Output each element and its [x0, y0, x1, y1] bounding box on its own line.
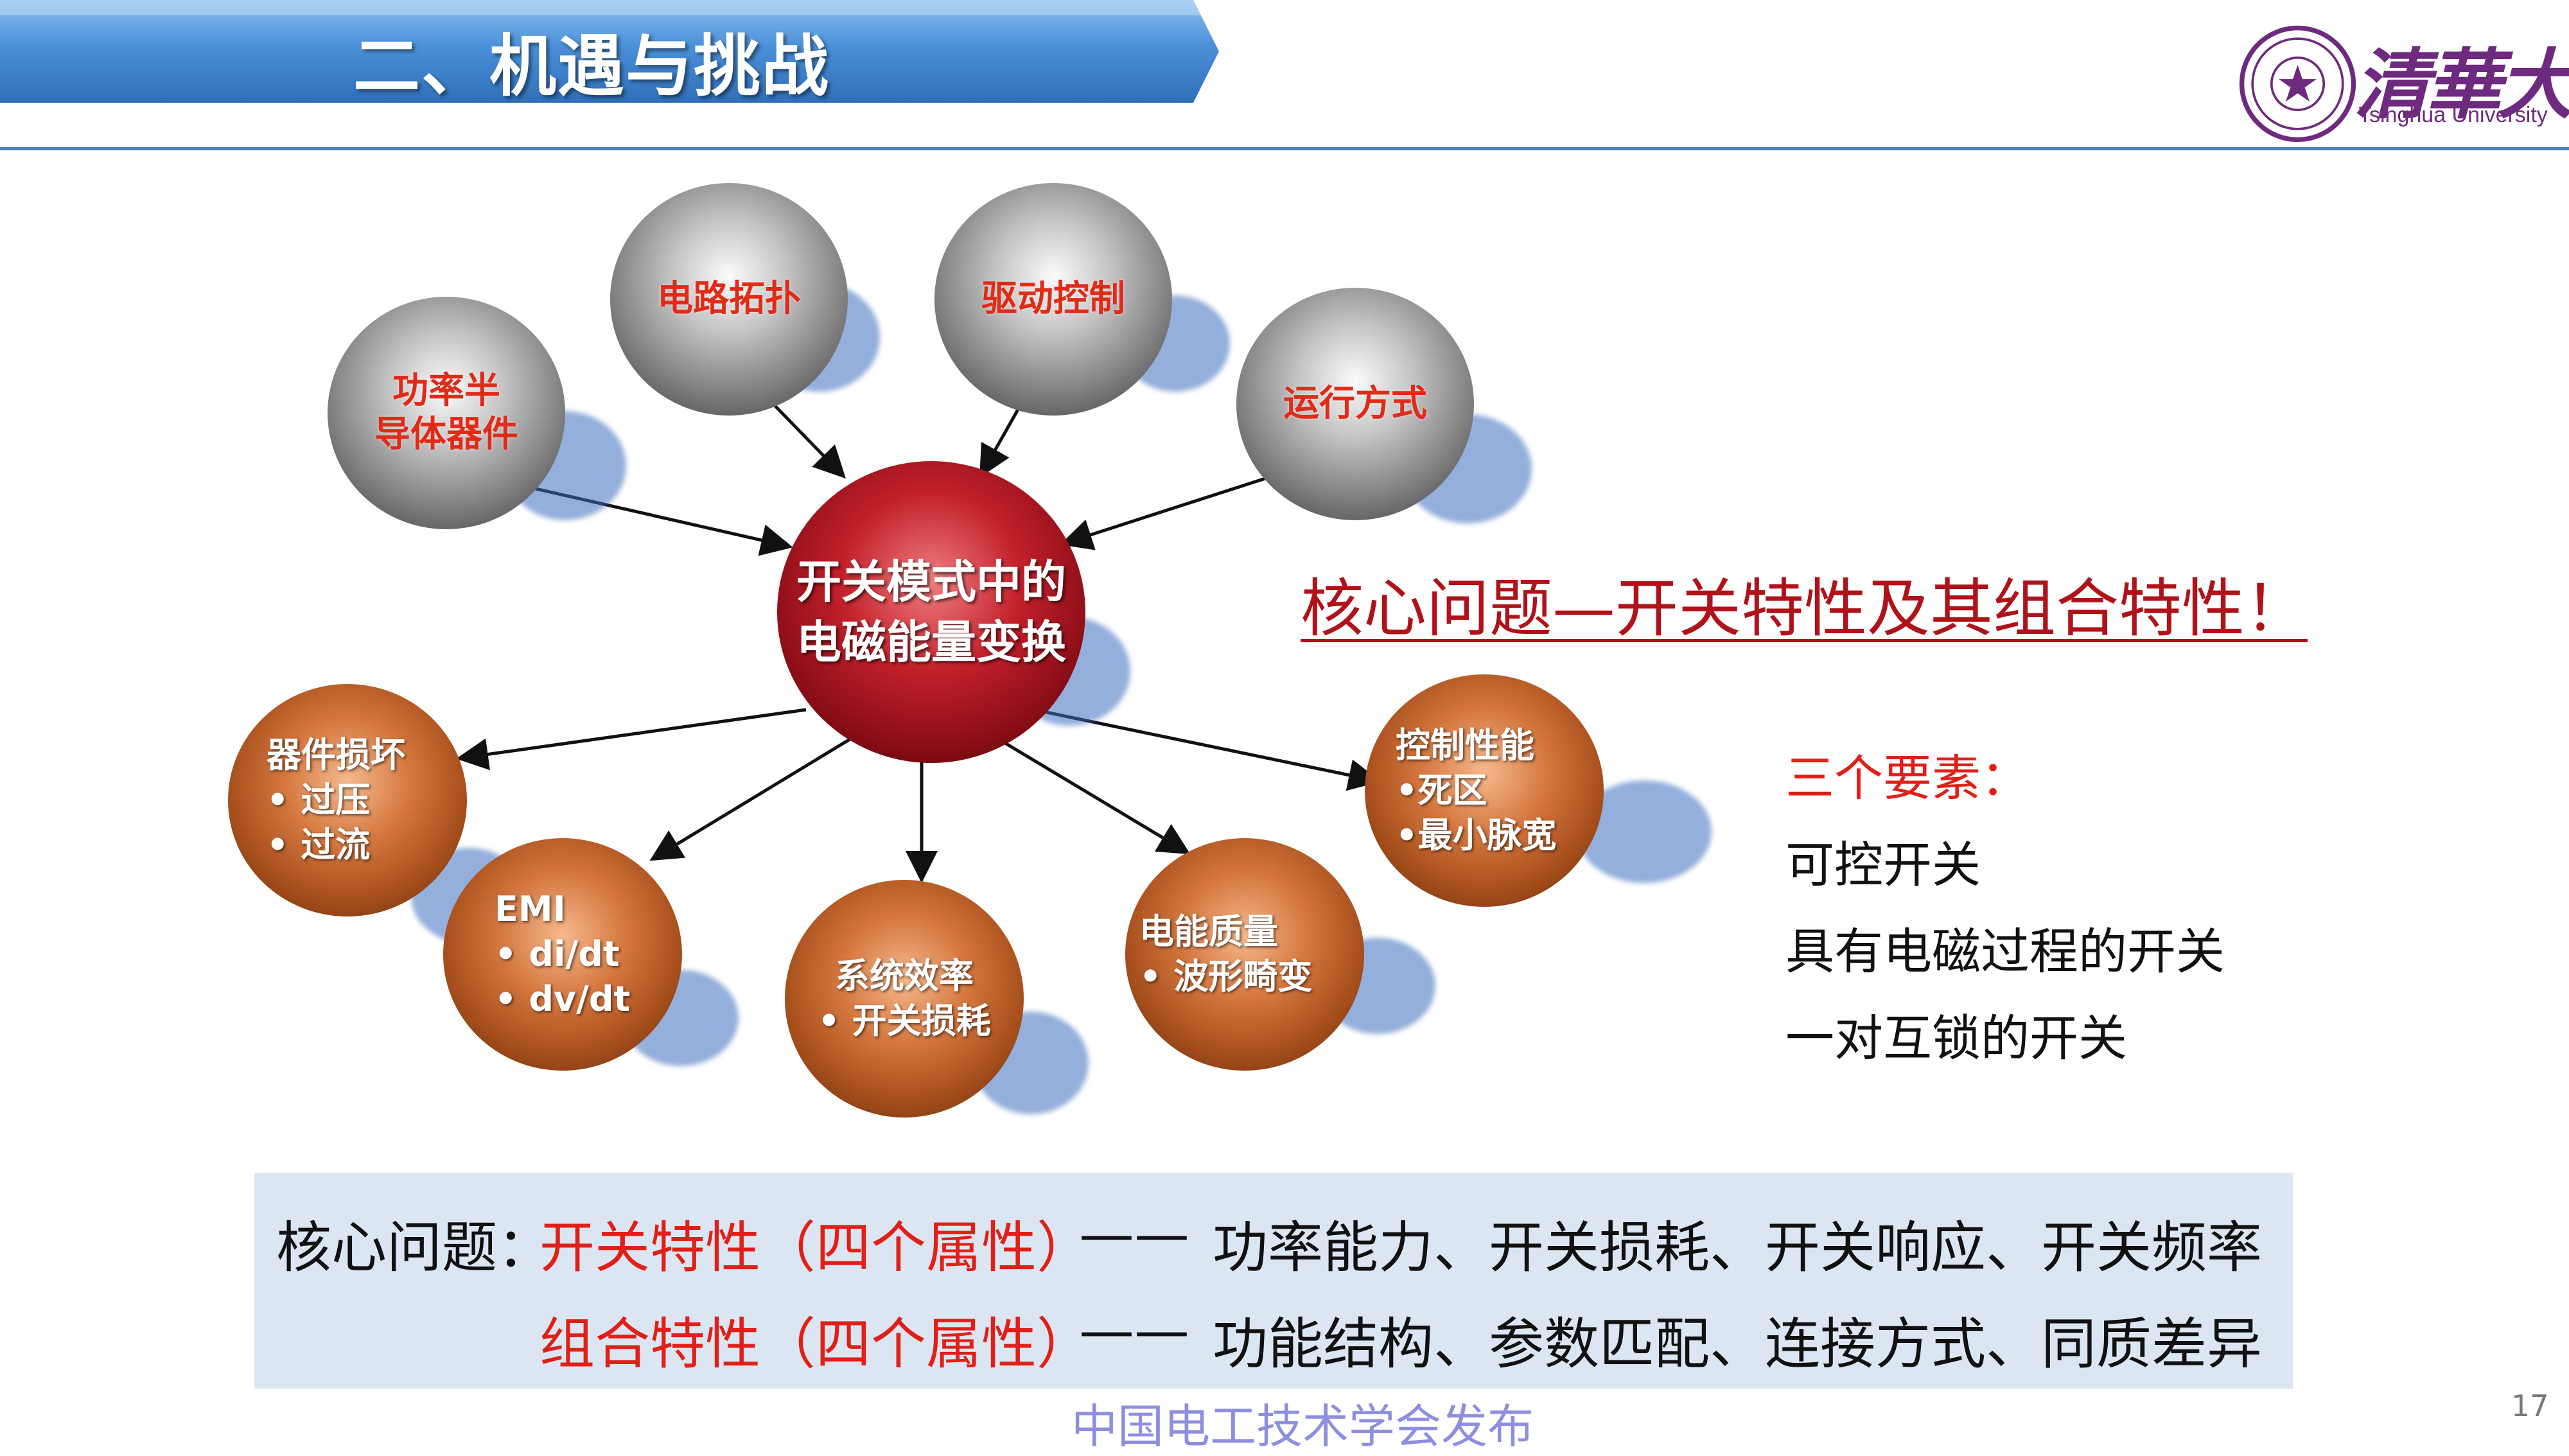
title-banner [0, 0, 1219, 103]
node-label: • 过流 [267, 825, 371, 865]
element-item: 可控开关 [1785, 836, 1981, 893]
node-label: • 过压 [267, 780, 371, 820]
logo-english-name: Tsinghua University [2358, 103, 2548, 127]
node-label: 运行方式 [1283, 383, 1427, 425]
node-label: • dv/dt [495, 979, 631, 1019]
output-node-system-efficiency: 系统效率 • 开关损耗 [785, 880, 1024, 1118]
arrow-mode-to-center [1060, 477, 1266, 550]
node-label: EMI [495, 889, 566, 929]
arrow-topology-to-center [769, 400, 846, 479]
arrow-center-to-damage [456, 708, 807, 771]
element-item: 一对互锁的开关 [1785, 1010, 2127, 1067]
output-node-control-performance: 控制性能 •死区 •最小脉宽 [1365, 674, 1604, 907]
node-label: • 波形畸变 [1139, 956, 1313, 997]
node-label: 系统效率 [835, 956, 974, 996]
center-label: 开关模式中的 [796, 556, 1066, 608]
node-label: 控制性能 [1396, 725, 1534, 766]
node-label: 功率半 [392, 370, 500, 412]
node-label: •最小脉宽 [1396, 815, 1557, 855]
node-label: 导体器件 [374, 414, 518, 455]
switch-attributes-list: 功率能力、开关损耗、开关响应、开关频率 [1213, 1216, 2262, 1280]
node-label: 电路拓扑 [657, 278, 801, 320]
arrow-drive-to-center [979, 397, 1026, 478]
summary-label: 核心问题： [276, 1216, 552, 1280]
arrow-center-to-quality [991, 733, 1191, 855]
dash: —— [1079, 1202, 1189, 1267]
three-elements-title: 三个要素： [1785, 750, 2030, 807]
node-label: 电能质量 [1139, 911, 1278, 952]
core-issue-heading: 核心问题—开关特性及其组合特性！ [1301, 572, 2308, 645]
node-label: • di/dt [495, 934, 620, 974]
core-issue-summary-box [254, 1173, 2293, 1389]
input-node-circuit-topology: 电路拓扑 [610, 183, 848, 416]
output-node-emi: EMI • di/dt • dv/dt [443, 838, 682, 1071]
node-label: 器件损坏 [267, 735, 405, 775]
output-node-power-quality: 电能质量 • 波形畸变 [1125, 838, 1364, 1071]
arrow-center-to-emi [649, 737, 852, 861]
center-label: 电磁能量变换 [796, 616, 1066, 669]
switch-characteristics-label: 开关特性（四个属性） [539, 1216, 1092, 1280]
dash: —— [1079, 1299, 1189, 1363]
logo-chinese-name: 清華大学 [2354, 40, 2569, 129]
page-number: 17 [2511, 1389, 2549, 1423]
input-node-drive-control: 驱动控制 [934, 183, 1172, 416]
page-title: 二、机遇与挑战 [353, 27, 830, 105]
input-node-power-semiconductor: 功率半 导体器件 [328, 297, 565, 529]
combination-characteristics-label: 组合特性（四个属性） [539, 1312, 1092, 1376]
node-label: • 开关损耗 [818, 1001, 991, 1041]
header-divider [0, 147, 2569, 150]
publisher-footer: 中国电工技术学会发布 [1071, 1399, 1534, 1453]
center-node-energy-conversion: 开关模式中的 电磁能量变换 [777, 461, 1085, 763]
node-label: 驱动控制 [981, 278, 1125, 320]
tsinghua-seal-icon [2239, 25, 2356, 143]
element-item: 具有电磁过程的开关 [1785, 923, 2225, 980]
output-node-device-damage: 器件损坏 • 过压 • 过流 [228, 684, 467, 917]
combination-attributes-list: 功能结构、参数匹配、连接方式、同质差异 [1213, 1312, 2262, 1376]
node-label: •死区 [1396, 770, 1487, 811]
input-node-operating-mode: 运行方式 [1236, 288, 1474, 520]
